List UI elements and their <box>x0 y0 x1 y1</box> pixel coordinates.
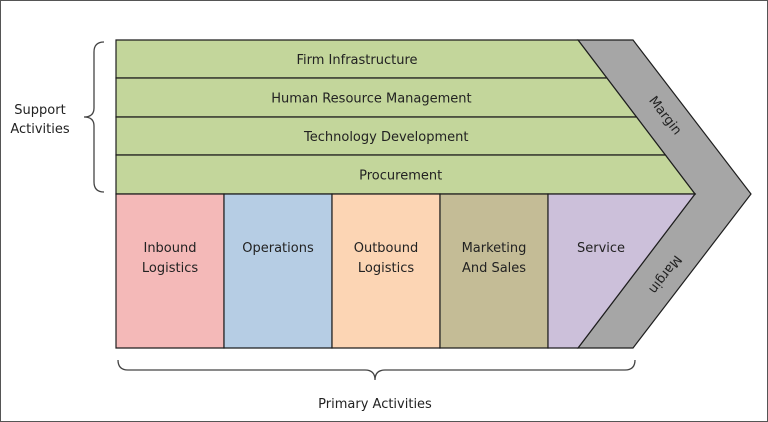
primary-column-label: Service <box>577 241 625 256</box>
primary-column-label: Logistics <box>358 261 414 276</box>
support-row-label: Technology Development <box>303 130 468 145</box>
primary-brace <box>117 359 636 381</box>
primary-column-label: Logistics <box>142 261 198 276</box>
primary-column-5 <box>547 193 697 349</box>
support-label: Support <box>14 103 65 118</box>
primary-column-label: Outbound <box>354 241 419 256</box>
support-label: Activities <box>10 122 70 137</box>
support-brace <box>83 41 105 193</box>
primary-column-2 <box>223 193 333 349</box>
support-row-label: Human Resource Management <box>271 92 471 107</box>
primary-column-label: Inbound <box>143 241 196 256</box>
primary-column-label: Operations <box>242 241 314 256</box>
primary-label: Primary Activities <box>318 397 432 412</box>
primary-column-label: Marketing <box>462 241 527 256</box>
support-row-label: Procurement <box>359 169 442 184</box>
support-row-label: Firm Infrastructure <box>296 53 417 68</box>
primary-column-label: And Sales <box>462 261 526 276</box>
